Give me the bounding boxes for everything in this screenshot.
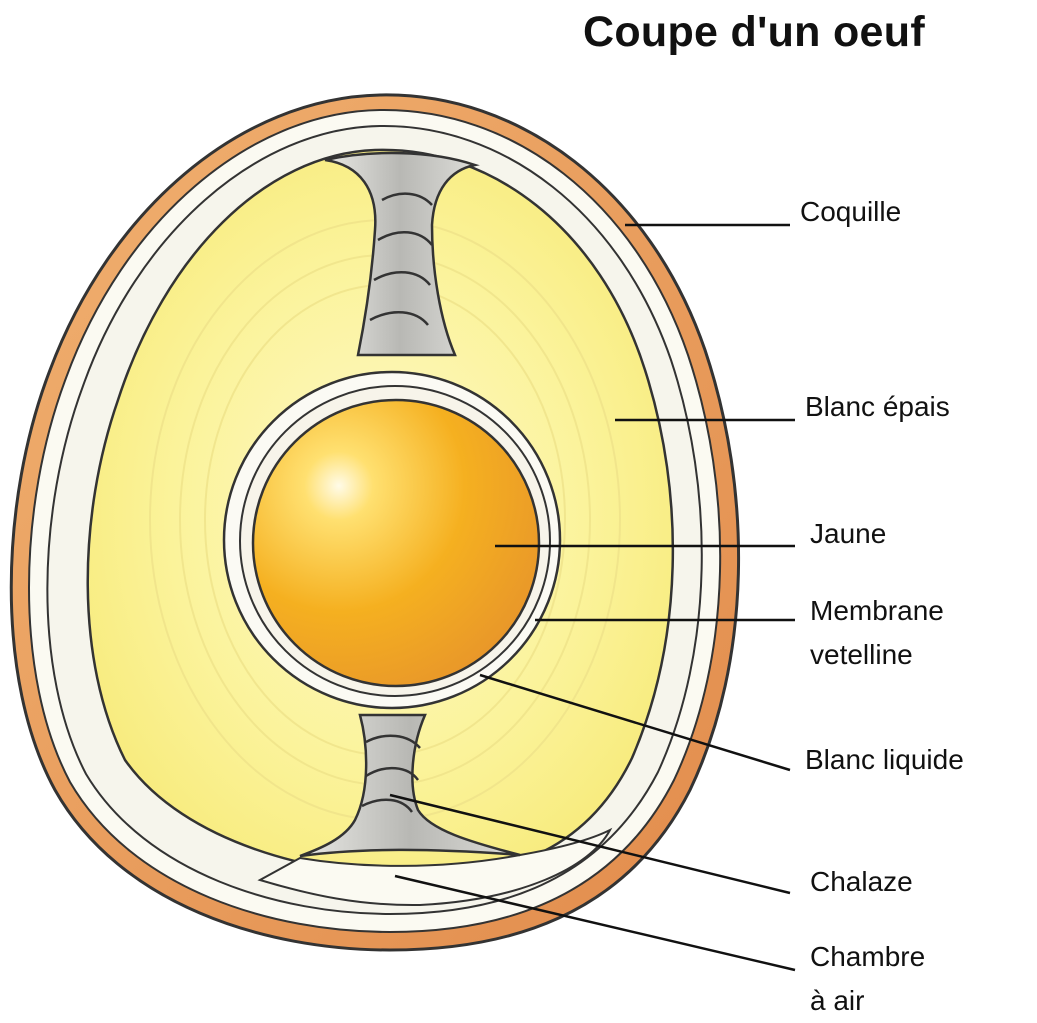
- label-shell: Coquille: [800, 190, 901, 234]
- label-chalaza: Chalaze: [810, 860, 913, 904]
- label-thick-white-text: Blanc épais: [805, 385, 950, 429]
- label-membrane: Membrane vetelline: [810, 589, 944, 677]
- label-chalaza-text: Chalaze: [810, 860, 913, 904]
- diagram-title: Coupe d'un oeuf: [583, 8, 925, 57]
- label-air-chamber-line1: Chambre: [810, 935, 925, 979]
- yolk: [253, 400, 539, 686]
- label-shell-text: Coquille: [800, 190, 901, 234]
- label-membrane-line1: Membrane: [810, 589, 944, 633]
- label-thick-white: Blanc épais: [805, 385, 950, 429]
- label-air-chamber-line2: à air: [810, 979, 925, 1023]
- label-air-chamber: Chambre à air: [810, 935, 925, 1023]
- label-yolk-text: Jaune: [810, 512, 886, 556]
- label-yolk: Jaune: [810, 512, 886, 556]
- label-thin-white-text: Blanc liquide: [805, 738, 964, 782]
- label-membrane-line2: vetelline: [810, 633, 944, 677]
- label-thin-white: Blanc liquide: [805, 738, 964, 782]
